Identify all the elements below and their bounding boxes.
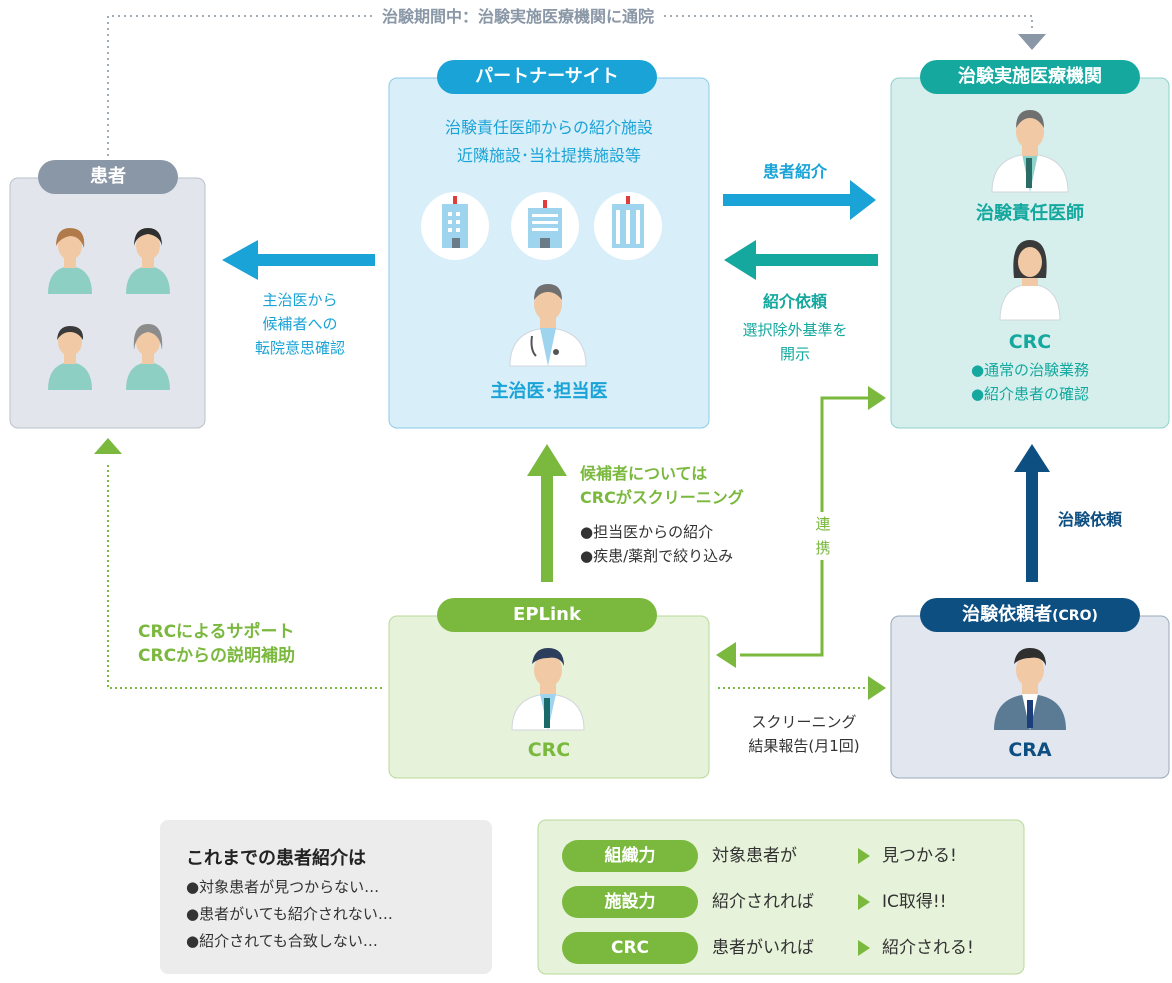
partner-tab: パートナーサイト (437, 60, 657, 94)
triangle-icon (858, 894, 870, 910)
support-line-1: CRCによるサポート (138, 622, 295, 642)
investigator-icon (991, 110, 1069, 193)
pill-crc: CRC (562, 932, 698, 964)
institution-crc-icon (999, 240, 1061, 321)
bottom-left-box (160, 820, 492, 974)
partner-line-2: 近隣施設･当社提携施設等 (456, 146, 641, 165)
report-line-2: 結果報告(月1回) (748, 737, 860, 755)
request-sub-line-1: 選択除外基準を (742, 321, 848, 339)
arrow-trial-request (1014, 444, 1050, 582)
triangle-icon (858, 940, 870, 956)
triangle-icon (858, 848, 870, 864)
hospital-icon-2 (511, 192, 579, 260)
eplink-tab-label: EPLink (513, 604, 581, 625)
bottom-left-list: ●対象患者が見つからない… ●患者がいても紹介されない… ●紹介されても合致しな… (186, 874, 486, 955)
eplink-crc-icon (511, 648, 585, 731)
support-label: CRCによるサポート CRCからの説明補助 (138, 620, 378, 668)
arrow-referral (723, 180, 876, 220)
top-note: 治験期間中：治験実施医療機関に通院 (372, 6, 665, 28)
to-patient-label: 主治医から 候補者への 転院意思確認 (225, 288, 375, 360)
row-1-text: 対象患者が (712, 846, 797, 866)
investigator-label: 治験責任医師 (976, 203, 1084, 224)
referral-label: 患者紹介 (762, 162, 827, 181)
row-2-text: 紹介されれば (712, 892, 814, 912)
patient-box (9, 177, 206, 429)
sponsor-tab-sub: (CRO) (1052, 608, 1098, 624)
screening-item-1: ●担当医からの紹介 (580, 523, 714, 541)
screening-title-line-2: CRCがスクリーニング (580, 488, 744, 507)
arrow-request (724, 240, 878, 280)
row-3-result: 紹介される! (882, 938, 974, 958)
partner-line-1: 治験責任医師からの紹介施設 (444, 118, 653, 137)
screening-items: ●担当医からの紹介 ●疾患/薬剤で絞り込み (580, 520, 820, 568)
patient-icon-3 (48, 326, 92, 390)
request-sub-line-2: 開示 (779, 345, 810, 363)
eplink-tab: EPLink (437, 598, 657, 632)
hospital-icon-3 (594, 192, 662, 260)
top-arrowhead (1018, 34, 1046, 50)
bottom-left-title: これまでの患者紹介は (186, 848, 366, 869)
support-line-2: CRCからの説明補助 (138, 646, 296, 666)
pill-organization: 組織力 (562, 840, 698, 872)
institution-duty-1: ●通常の治験業務 (970, 361, 1090, 379)
bottom-left-item-3: ●紹介されても合致しない… (186, 932, 378, 950)
bottom-left-item-2: ●患者がいても紹介されない… (186, 905, 393, 923)
partner-doctor-label: 主治医･担当医 (490, 381, 608, 402)
partner-doctor-icon (509, 284, 587, 367)
row-2-result: IC取得!! (882, 892, 947, 912)
bottom-left-item-1: ●対象患者が見つからない… (186, 878, 380, 896)
patient-icon-4 (126, 324, 170, 390)
patient-icon-1 (48, 228, 92, 294)
support-dotted-connector (107, 462, 382, 689)
institution-duty-2: ●紹介患者の確認 (970, 385, 1090, 403)
screening-item-2: ●疾患/薬剤で絞り込み (580, 547, 734, 565)
report-line-1: スクリーニング (751, 713, 857, 731)
to-patient-line-3: 転院意思確認 (254, 339, 345, 357)
to-patient-line-2: 候補者への (262, 315, 338, 333)
patient-icon-2 (126, 228, 170, 294)
institution-crc-label: CRC (1008, 331, 1052, 353)
hospital-icon-1 (421, 192, 489, 260)
institution-tab: 治験実施医療機関 (920, 60, 1140, 94)
eplink-crc-label: CRC (527, 739, 571, 761)
row-3-text: 患者がいれば (712, 938, 814, 958)
to-patient-line-1: 主治医から (262, 291, 338, 309)
cra-icon (994, 648, 1066, 730)
report-label: スクリーニング 結果報告(月1回) (720, 710, 888, 758)
patient-tab: 患者 (38, 160, 178, 194)
cra-label: CRA (1008, 739, 1052, 761)
sponsor-tab-label: 治験依頼者 (962, 604, 1053, 625)
report-arrowhead (868, 676, 886, 700)
request-label: 紹介依頼 (762, 292, 827, 311)
request-sub-label: 選択除外基準を 開示 (720, 318, 870, 366)
row-1-result: 見つかる! (882, 846, 957, 866)
screening-title-line-1: 候補者については (580, 464, 708, 483)
cooperation-label: 連 携 (812, 512, 834, 560)
screening-title: 候補者については CRCがスクリーニング (580, 462, 820, 510)
pill-facility: 施設力 (562, 886, 698, 918)
cooperation-char-1: 連 (815, 515, 831, 533)
sponsor-tab: 治験依頼者(CRO) (920, 598, 1140, 632)
support-arrowhead (94, 438, 122, 454)
arrow-screening (527, 444, 567, 582)
arrow-to-patient (222, 240, 375, 280)
trial-request-label: 治験依頼 (1058, 510, 1123, 529)
cooperation-char-2: 携 (815, 539, 831, 557)
